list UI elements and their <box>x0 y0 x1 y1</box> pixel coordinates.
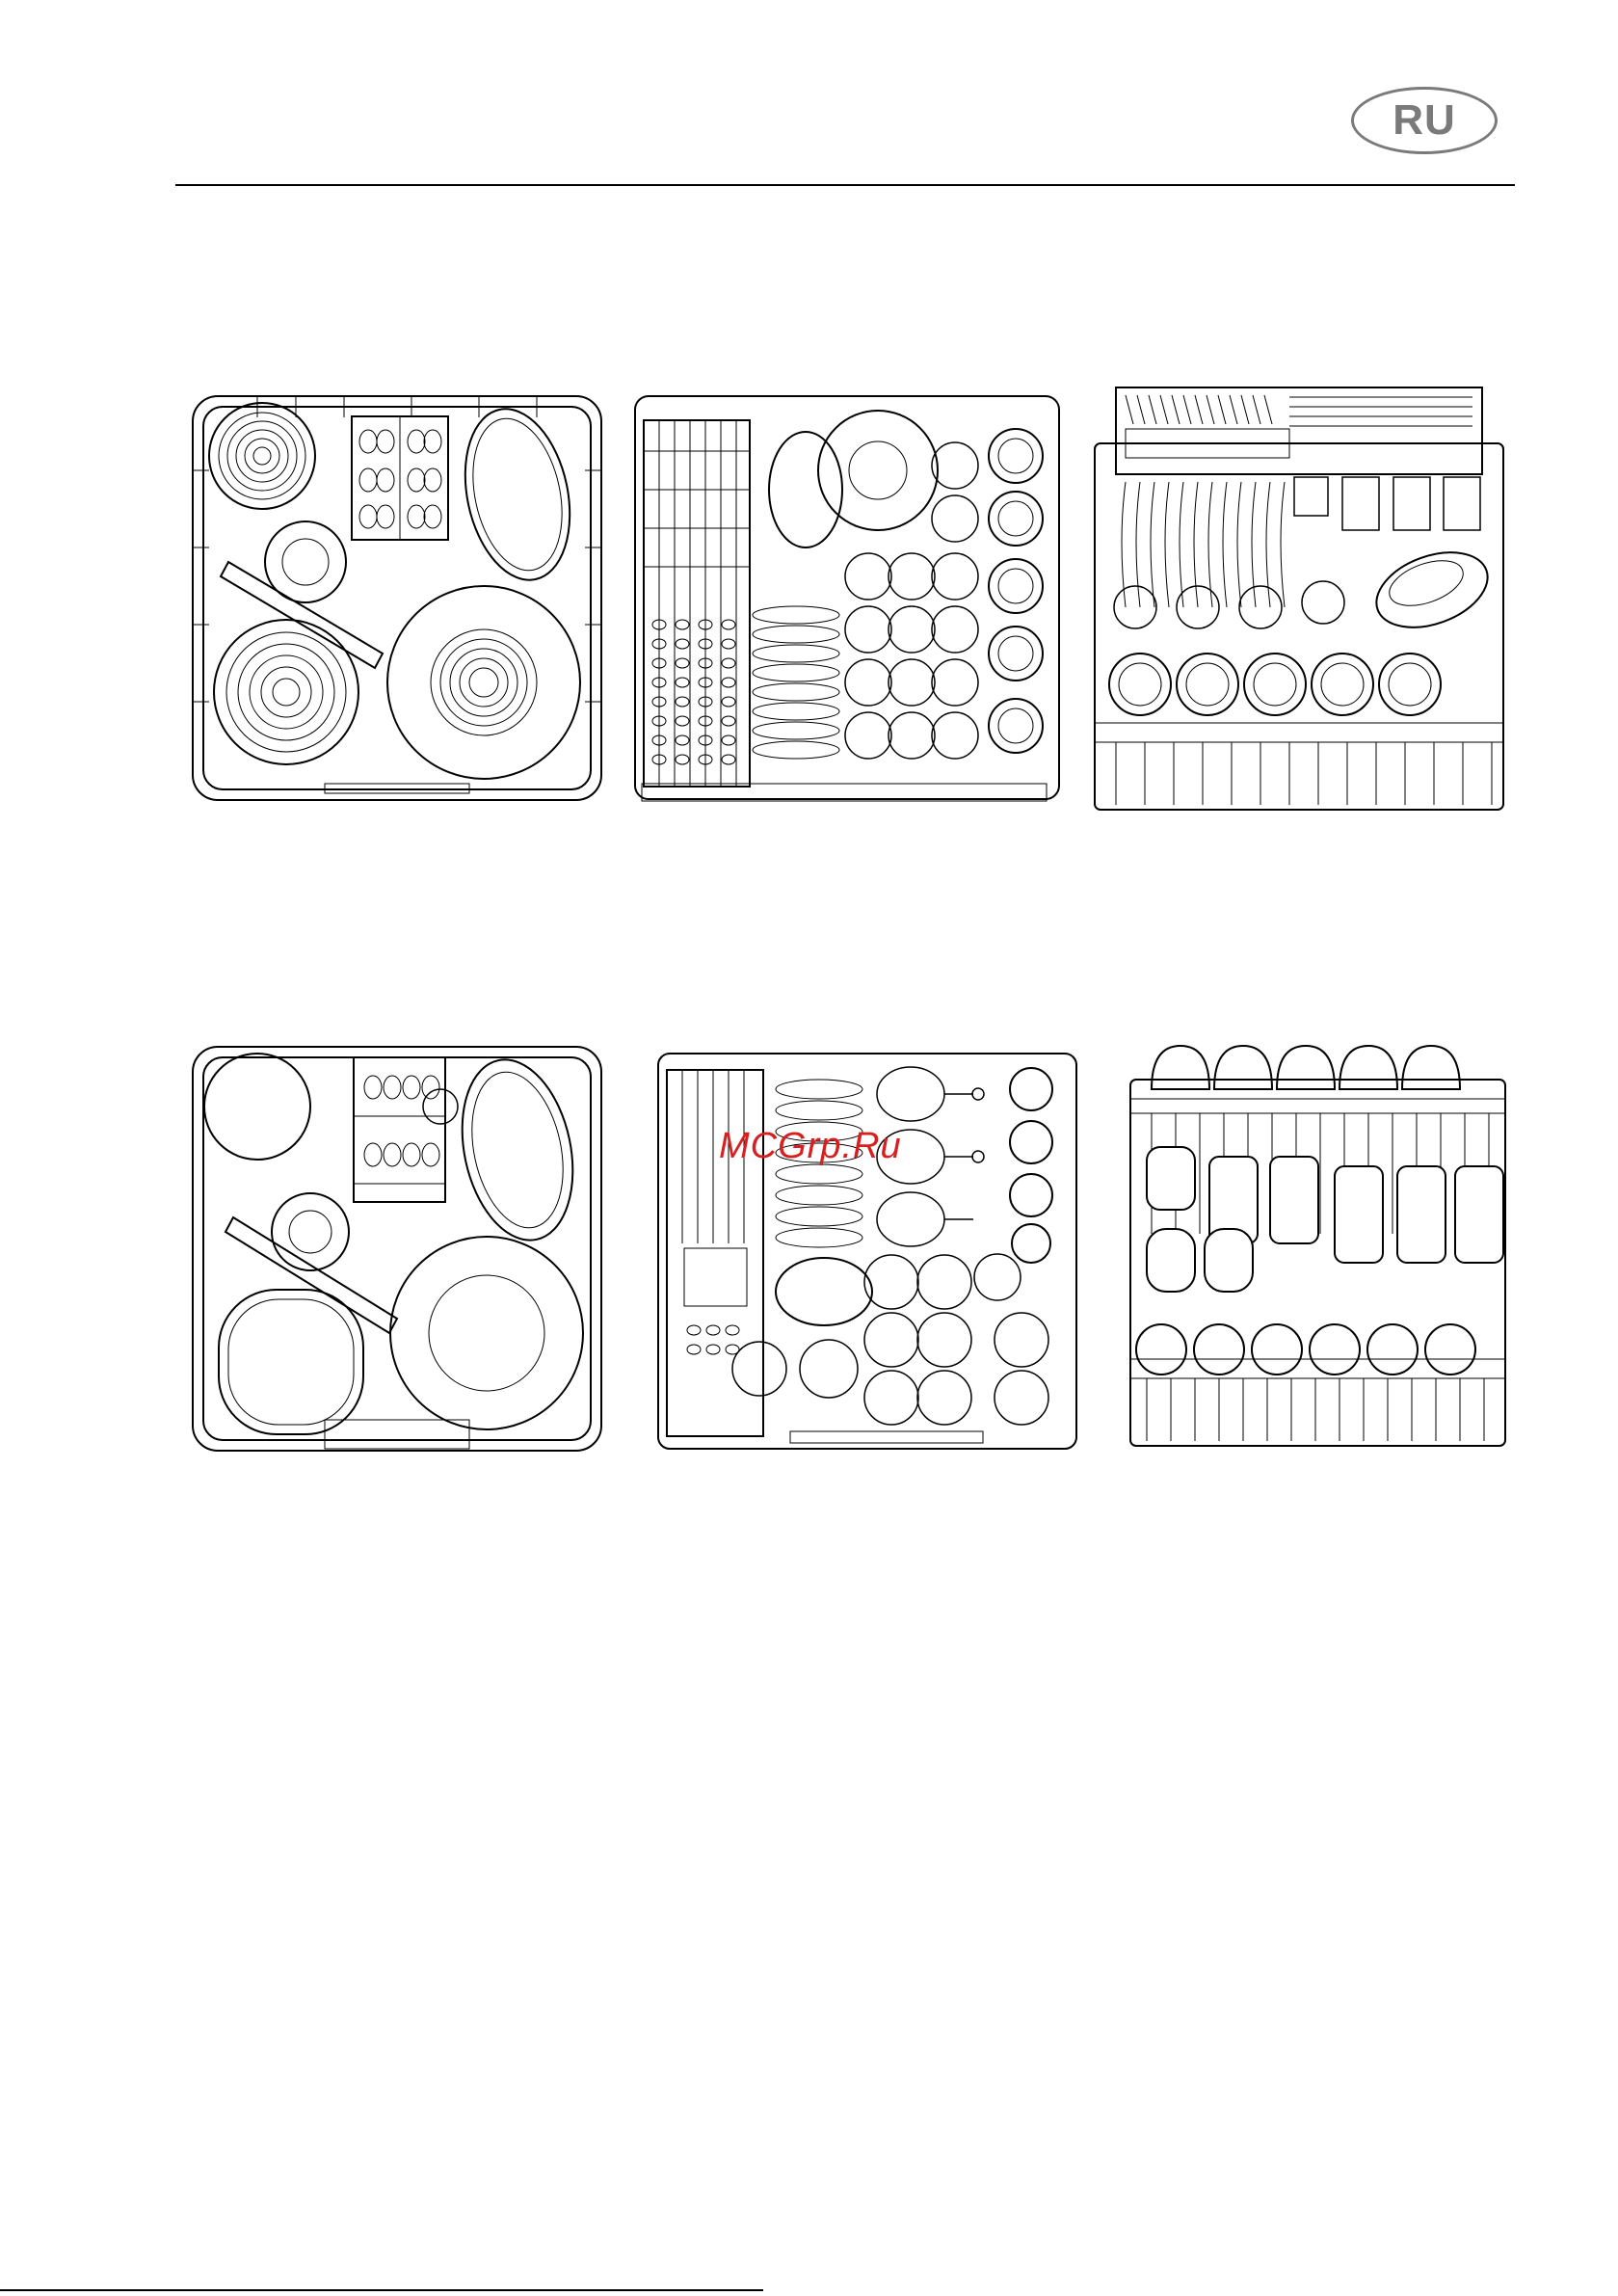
upper-basket-figure-2 <box>655 1051 1079 1454</box>
dishwasher-front-view-icon <box>1087 386 1511 814</box>
dishwasher-lower-basket-icon <box>190 393 604 803</box>
dishwasher-upper-basket-icon <box>655 1051 1079 1454</box>
front-view-figure-1 <box>1087 386 1511 814</box>
language-badge: RU <box>1351 87 1498 154</box>
lower-basket-figure-1 <box>190 393 604 803</box>
header-rule <box>175 184 1515 186</box>
watermark-text: MCGrp.Ru <box>719 1126 902 1167</box>
dishwasher-upper-basket-icon <box>632 393 1064 808</box>
dishwasher-front-view-icon <box>1127 1041 1508 1451</box>
upper-basket-figure-1 <box>632 393 1064 808</box>
dishwasher-lower-basket-icon <box>190 1044 604 1454</box>
front-view-figure-2 <box>1127 1041 1508 1451</box>
footer-rule <box>0 2289 763 2291</box>
lower-basket-figure-2 <box>190 1044 604 1454</box>
